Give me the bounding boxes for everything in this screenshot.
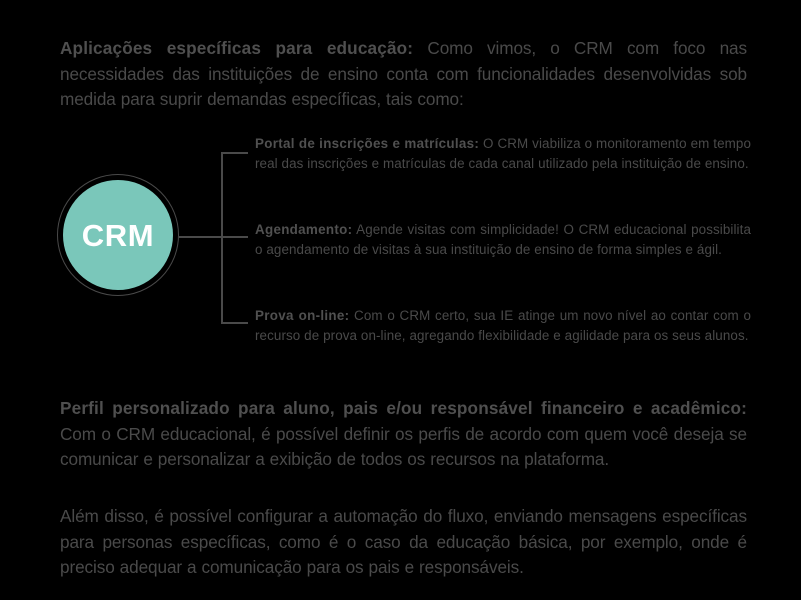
diagram-item-lead-label: Portal de inscrições e matrículas:: [255, 136, 480, 152]
diagram-item: Portal de inscrições e matrículas: O CRM…: [255, 134, 751, 173]
connector-line-top: [221, 152, 248, 154]
perfil-lead-label: Perfil personalizado para aluno, pais e/…: [60, 398, 747, 419]
diagram-item: Prova on-line: Com o CRM certo, sua IE a…: [255, 306, 751, 345]
diagram-item-body-text: Agende visitas com simplicidade! O CRM e…: [255, 222, 751, 257]
connector-line-bottom: [221, 322, 248, 324]
bracket-vertical-spine: [221, 152, 223, 323]
crm-circle-outer-ring: [57, 174, 179, 296]
diagram-item-lead-label: Agendamento:: [255, 222, 353, 238]
diagram-item: Agendamento: Agende visitas com simplici…: [255, 220, 751, 259]
diagram-item-body-text: O CRM viabiliza o monitoramento em tempo…: [255, 136, 752, 171]
alem-disso-paragraph: Além disso, é possível configurar a auto…: [60, 504, 747, 581]
diagram-item-body-text: Com o CRM certo, sua IE atinge um novo n…: [255, 308, 751, 343]
crm-bracket-diagram: CRM Portal de inscrições e matrículas: O…: [50, 115, 751, 360]
connector-line-center: [179, 236, 248, 238]
intro-lead-label: Aplicações específicas para educação:: [60, 38, 414, 59]
intro-paragraph: Aplicações específicas para educação: Co…: [60, 36, 747, 113]
crm-node-label: CRM: [81, 217, 155, 253]
perfil-paragraph: Perfil personalizado para aluno, pais e/…: [60, 396, 747, 473]
alem-disso-body-text: Além disso, é possível configurar a auto…: [60, 506, 747, 578]
perfil-body-text: Com o CRM educacional, é possível defini…: [60, 423, 747, 470]
intro-body-text: Como vimos, o CRM com foco nas necessida…: [60, 38, 747, 110]
diagram-item-lead-label: Prova on-line:: [255, 308, 350, 324]
crm-circle-node: CRM: [63, 180, 173, 290]
